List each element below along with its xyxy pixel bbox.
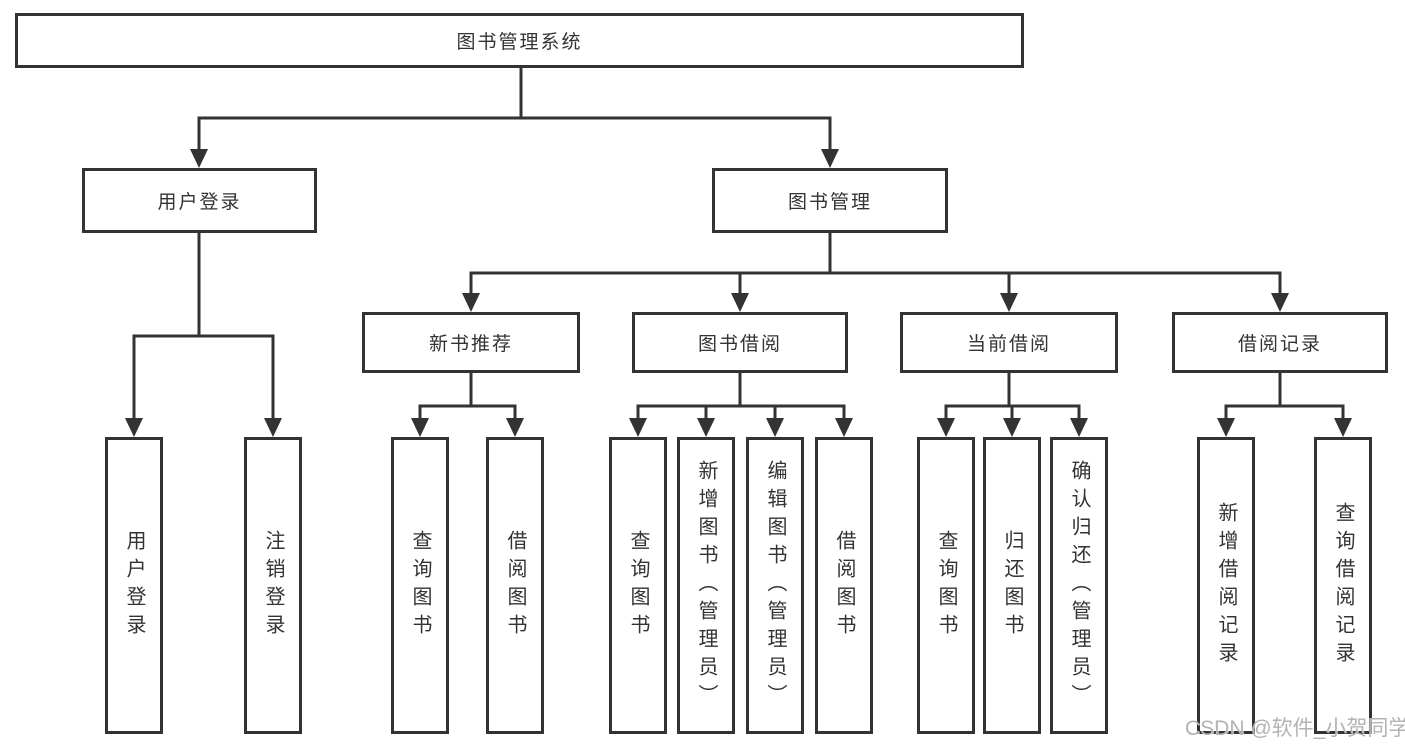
node-book-management-label: 图书管理: [787, 192, 872, 213]
node-return-book: 归还图书: [983, 437, 1041, 734]
node-new-book-recommend-label: 新书推荐: [428, 334, 513, 355]
node-query-books-current-label: 查询图书: [935, 529, 957, 642]
arrowhead-icon: [411, 418, 429, 437]
arrowhead-icon: [264, 418, 282, 437]
arrowhead-icon: [506, 418, 524, 437]
connector-line: [418, 371, 517, 422]
arrowhead-icon: [766, 418, 784, 437]
node-add-book-admin: 新增图书（管理员）: [677, 437, 735, 734]
node-book-borrow-label: 图书借阅: [697, 334, 782, 355]
node-add-borrow-record-label: 新增借阅记录: [1215, 501, 1237, 670]
arrowhead-icon: [697, 418, 715, 437]
csdn-watermark: CSDN @软件_小贺同学: [1185, 717, 1405, 740]
connector-line: [1224, 371, 1345, 422]
arrowhead-icon: [1000, 293, 1018, 312]
arrowhead-icon: [629, 418, 647, 437]
node-borrow-books-leaf-label: 借阅图书: [833, 529, 855, 642]
node-confirm-return-admin-label: 确认归还（管理员）: [1068, 459, 1090, 712]
node-edit-book-admin-label: 编辑图书（管理员）: [764, 459, 786, 712]
arrowhead-icon: [125, 418, 143, 437]
node-add-book-admin-label: 新增图书（管理员）: [695, 459, 717, 712]
arrowhead-icon: [937, 418, 955, 437]
node-book-borrow: 图书借阅: [632, 312, 848, 373]
arrowhead-icon: [1003, 418, 1021, 437]
node-current-borrow: 当前借阅: [900, 312, 1118, 373]
arrowhead-icon: [821, 149, 839, 168]
node-new-book-recommend: 新书推荐: [362, 312, 580, 373]
node-confirm-return-admin: 确认归还（管理员）: [1050, 437, 1108, 734]
connector-current-borrow-to-leaves: [937, 371, 1088, 437]
arrowhead-icon: [835, 418, 853, 437]
node-add-borrow-record: 新增借阅记录: [1197, 437, 1255, 734]
connector-book-borrow-to-leaves: [629, 371, 853, 437]
node-borrow-books-recommend-label: 借阅图书: [504, 529, 526, 642]
connector-line: [132, 231, 275, 422]
connector-line: [197, 66, 832, 153]
node-query-books-recommend: 查询图书: [391, 437, 449, 734]
node-edit-book-admin: 编辑图书（管理员）: [746, 437, 804, 734]
node-logout-leaf: 注销登录: [244, 437, 302, 734]
arrowhead-icon: [1334, 418, 1352, 437]
node-login-leaf-label: 用户登录: [123, 529, 145, 642]
node-query-books-borrow-label: 查询图书: [627, 529, 649, 642]
connector-line: [469, 231, 1282, 297]
arrowhead-icon: [731, 293, 749, 312]
node-query-borrow-record-label: 查询借阅记录: [1332, 501, 1354, 670]
node-borrow-books-leaf: 借阅图书: [815, 437, 873, 734]
node-logout-leaf-label: 注销登录: [262, 529, 284, 642]
node-root-label: 图书管理系统: [456, 32, 583, 53]
connector-line: [944, 371, 1081, 422]
arrowhead-icon: [1217, 418, 1235, 437]
node-query-borrow-record: 查询借阅记录: [1314, 437, 1372, 734]
connector-line: [636, 371, 846, 422]
node-query-books-borrow: 查询图书: [609, 437, 667, 734]
arrowhead-icon: [462, 293, 480, 312]
connector-book-management-to-level3: [462, 231, 1289, 312]
node-return-book-label: 归还图书: [1001, 529, 1023, 642]
node-query-books-recommend-label: 查询图书: [409, 529, 431, 642]
connector-borrow-records-to-leaves: [1217, 371, 1352, 437]
node-borrow-books-recommend: 借阅图书: [486, 437, 544, 734]
arrowhead-icon: [190, 149, 208, 168]
node-user-login-label: 用户登录: [157, 192, 242, 213]
node-root: 图书管理系统: [15, 13, 1024, 68]
connector-new-book-to-leaves: [411, 371, 524, 437]
arrowhead-icon: [1070, 418, 1088, 437]
node-user-login: 用户登录: [82, 168, 317, 233]
node-query-books-current: 查询图书: [917, 437, 975, 734]
node-login-leaf: 用户登录: [105, 437, 163, 734]
arrowhead-icon: [1271, 293, 1289, 312]
connector-user-login-to-leaves: [125, 231, 282, 437]
node-book-management: 图书管理: [712, 168, 948, 233]
node-borrow-records: 借阅记录: [1172, 312, 1388, 373]
node-current-borrow-label: 当前借阅: [966, 334, 1051, 355]
connector-root-to-level2: [190, 66, 839, 168]
node-borrow-records-label: 借阅记录: [1237, 334, 1322, 355]
